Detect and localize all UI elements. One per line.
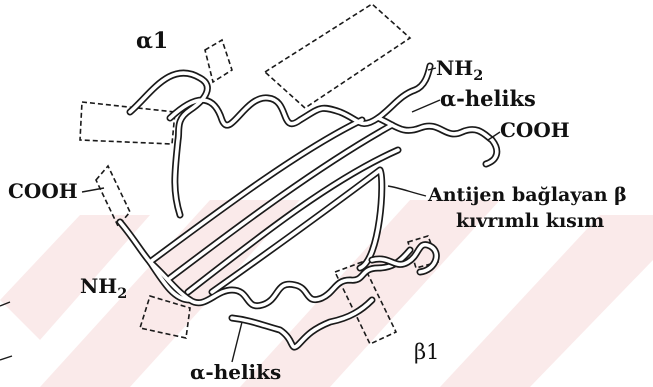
leader-antigen-binding <box>388 186 426 196</box>
label-alpha1: α1 <box>136 30 168 52</box>
dashed-outline-alpha1-top <box>205 40 232 82</box>
label-cooh-left: COOH <box>8 181 78 201</box>
label-alpha-helix-bottom: α-heliks <box>190 362 281 382</box>
label-cooh-right: COOH <box>500 120 570 140</box>
leader-alpha-helix-top <box>412 100 440 112</box>
dashed-outline-left-box <box>80 102 175 144</box>
label-nh2-top-main: NH <box>436 56 473 80</box>
label-alpha-helix-top: α-heliks <box>440 88 536 109</box>
label-nh2-top: NH2 <box>436 58 483 83</box>
leader-alpha-helix-bottom <box>232 322 242 362</box>
label-antigen-binding-line2: kıvrımlı kısım <box>456 212 604 231</box>
dashed-outline-top-sheet <box>265 4 410 108</box>
label-nh2-top-subscript: 2 <box>473 67 483 84</box>
label-beta1: β1 <box>414 342 440 363</box>
label-antigen-binding-line1: Antijen bağlayan β <box>428 186 627 205</box>
label-nh2-left-main: NH <box>80 274 117 298</box>
leader-edge-2 <box>0 356 12 360</box>
leader-cooh-left <box>82 188 104 192</box>
label-nh2-left-subscript: 2 <box>117 285 127 302</box>
label-nh2-left: NH2 <box>80 276 127 301</box>
